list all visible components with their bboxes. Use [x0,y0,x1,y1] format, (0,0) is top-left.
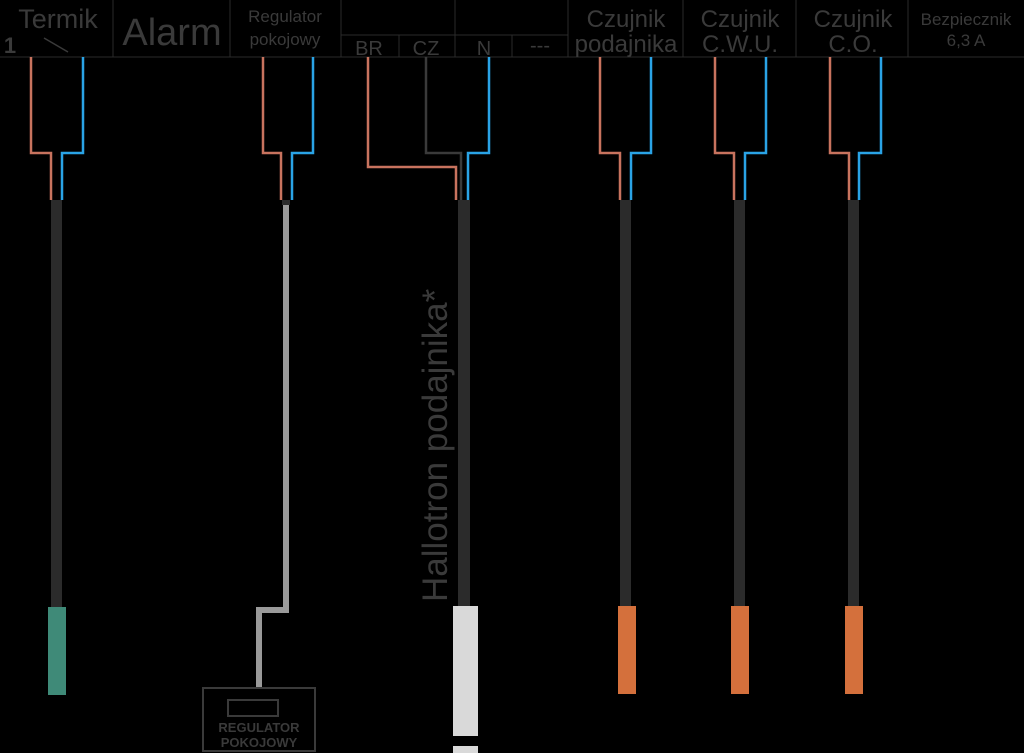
regulator-cable [256,205,289,688]
regulator-label-1: Regulator [248,7,322,26]
termik-label: Termik [18,4,98,34]
czujnik-cwu-cable [734,200,745,608]
regulator-wiring [261,57,315,200]
hallotron-label: Hallotron podajnika* [416,288,455,602]
czujnik-co-wiring [828,57,883,200]
czujnik-cwu-brown-wire [713,57,736,200]
termik-brown-wire [29,57,53,200]
regulator-device: REGULATOR POKOJOWY [202,687,316,752]
regulator-box-label-2: POKOJOWY [221,735,298,750]
czujnik-cwu-label-1: Czujnik [701,6,781,33]
regulator-cable-top [282,200,290,205]
hallotron-sensor-tip [453,746,478,753]
czujnik-cwu-wiring [713,57,768,200]
hallotron-brown-wire [366,57,458,200]
termik-cable [51,200,62,608]
bezpiecznik-label-2: 6,3 A [947,31,986,50]
czujnik-co-sensor [845,606,863,694]
czujnik-podajnika-blue-wire [629,57,653,200]
bezpiecznik-label-1: Bezpiecznik [921,10,1012,29]
czujnik-cwu-blue-wire [743,57,768,200]
terminal-header [0,0,1024,58]
czujnik-co-brown-wire [828,57,851,200]
regulator-blue-wire [290,57,315,200]
czujnik-cwu-label-2: C.W.U. [702,31,778,58]
termik-wiring [29,57,85,200]
hallotron-cable [458,200,470,608]
terminal-cz-label: CZ [413,38,440,60]
czujnik-podajnika-label-1: Czujnik [587,6,667,33]
termik-sensor [48,607,66,695]
regulator-label-2: pokojowy [250,30,321,49]
termik-blue-wire [60,57,85,200]
czujnik-podajnika-sensor [618,606,636,694]
czujnik-co-label-2: C.O. [828,31,877,58]
czujnik-podajnika-label-2: podajnika [575,31,678,58]
regulator-brown-wire [261,57,283,200]
hallotron-sensor [453,606,478,736]
hallotron-wiring [366,57,491,200]
czujnik-podajnika-brown-wire [598,57,622,200]
czujnik-podajnika-wiring [598,57,653,200]
terminal-dashes-label: --- [530,35,550,57]
czujnik-co-label-1: Czujnik [814,6,894,33]
termik-number: 1 [4,33,16,58]
czujnik-cwu-sensor [731,606,749,694]
alarm-label: Alarm [122,12,221,54]
czujnik-co-cable [848,200,859,608]
terminal-br-label: BR [355,38,383,60]
hallotron-blue-wire [466,57,491,200]
terminal-n-label: N [477,38,491,60]
regulator-display [227,699,279,717]
czujnik-podajnika-cable [620,200,631,608]
hallotron-black-wire [424,57,463,200]
czujnik-co-blue-wire [857,57,883,200]
regulator-box-label-1: REGULATOR [218,720,300,735]
